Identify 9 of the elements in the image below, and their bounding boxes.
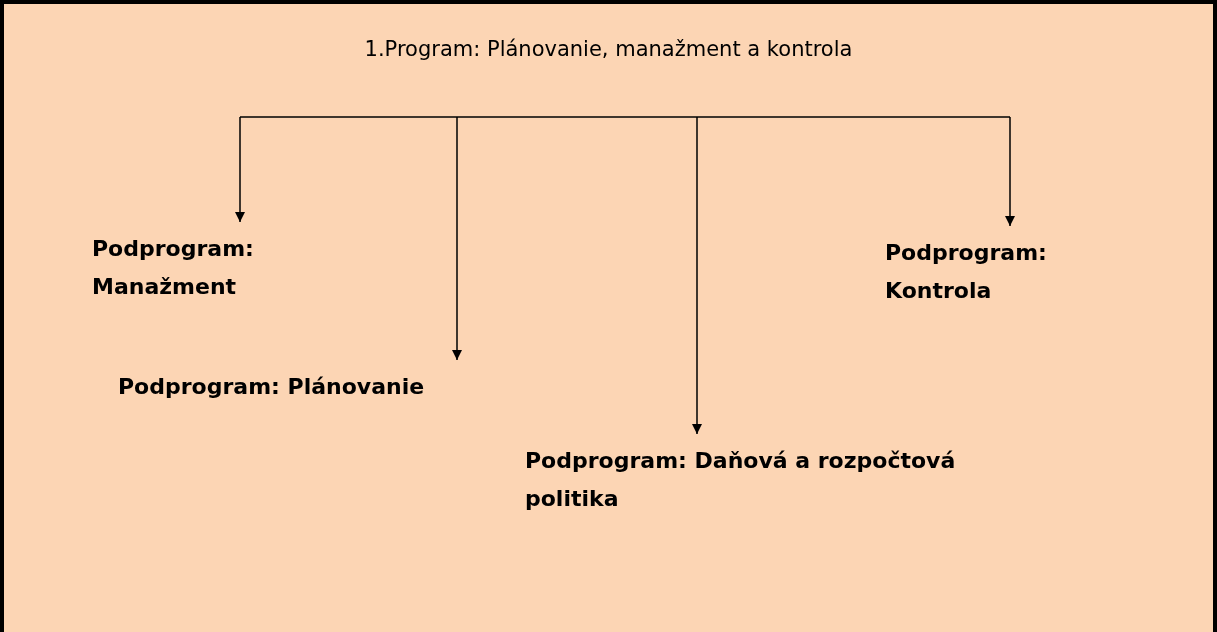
node-label: Podprogram: Kontrola <box>885 239 1048 305</box>
arrow <box>692 116 702 435</box>
node-label: Podprogram: Manažment <box>92 235 255 301</box>
node-label: Podprogram: Daňová a rozpočtová politika <box>525 447 957 513</box>
title: 1.Program: Plánovanie, manažment a kontrola <box>363 36 854 63</box>
node-label: Podprogram: Plánovanie <box>118 373 426 401</box>
arrow <box>452 116 462 361</box>
arrow <box>1005 116 1015 227</box>
arrow <box>235 116 245 223</box>
